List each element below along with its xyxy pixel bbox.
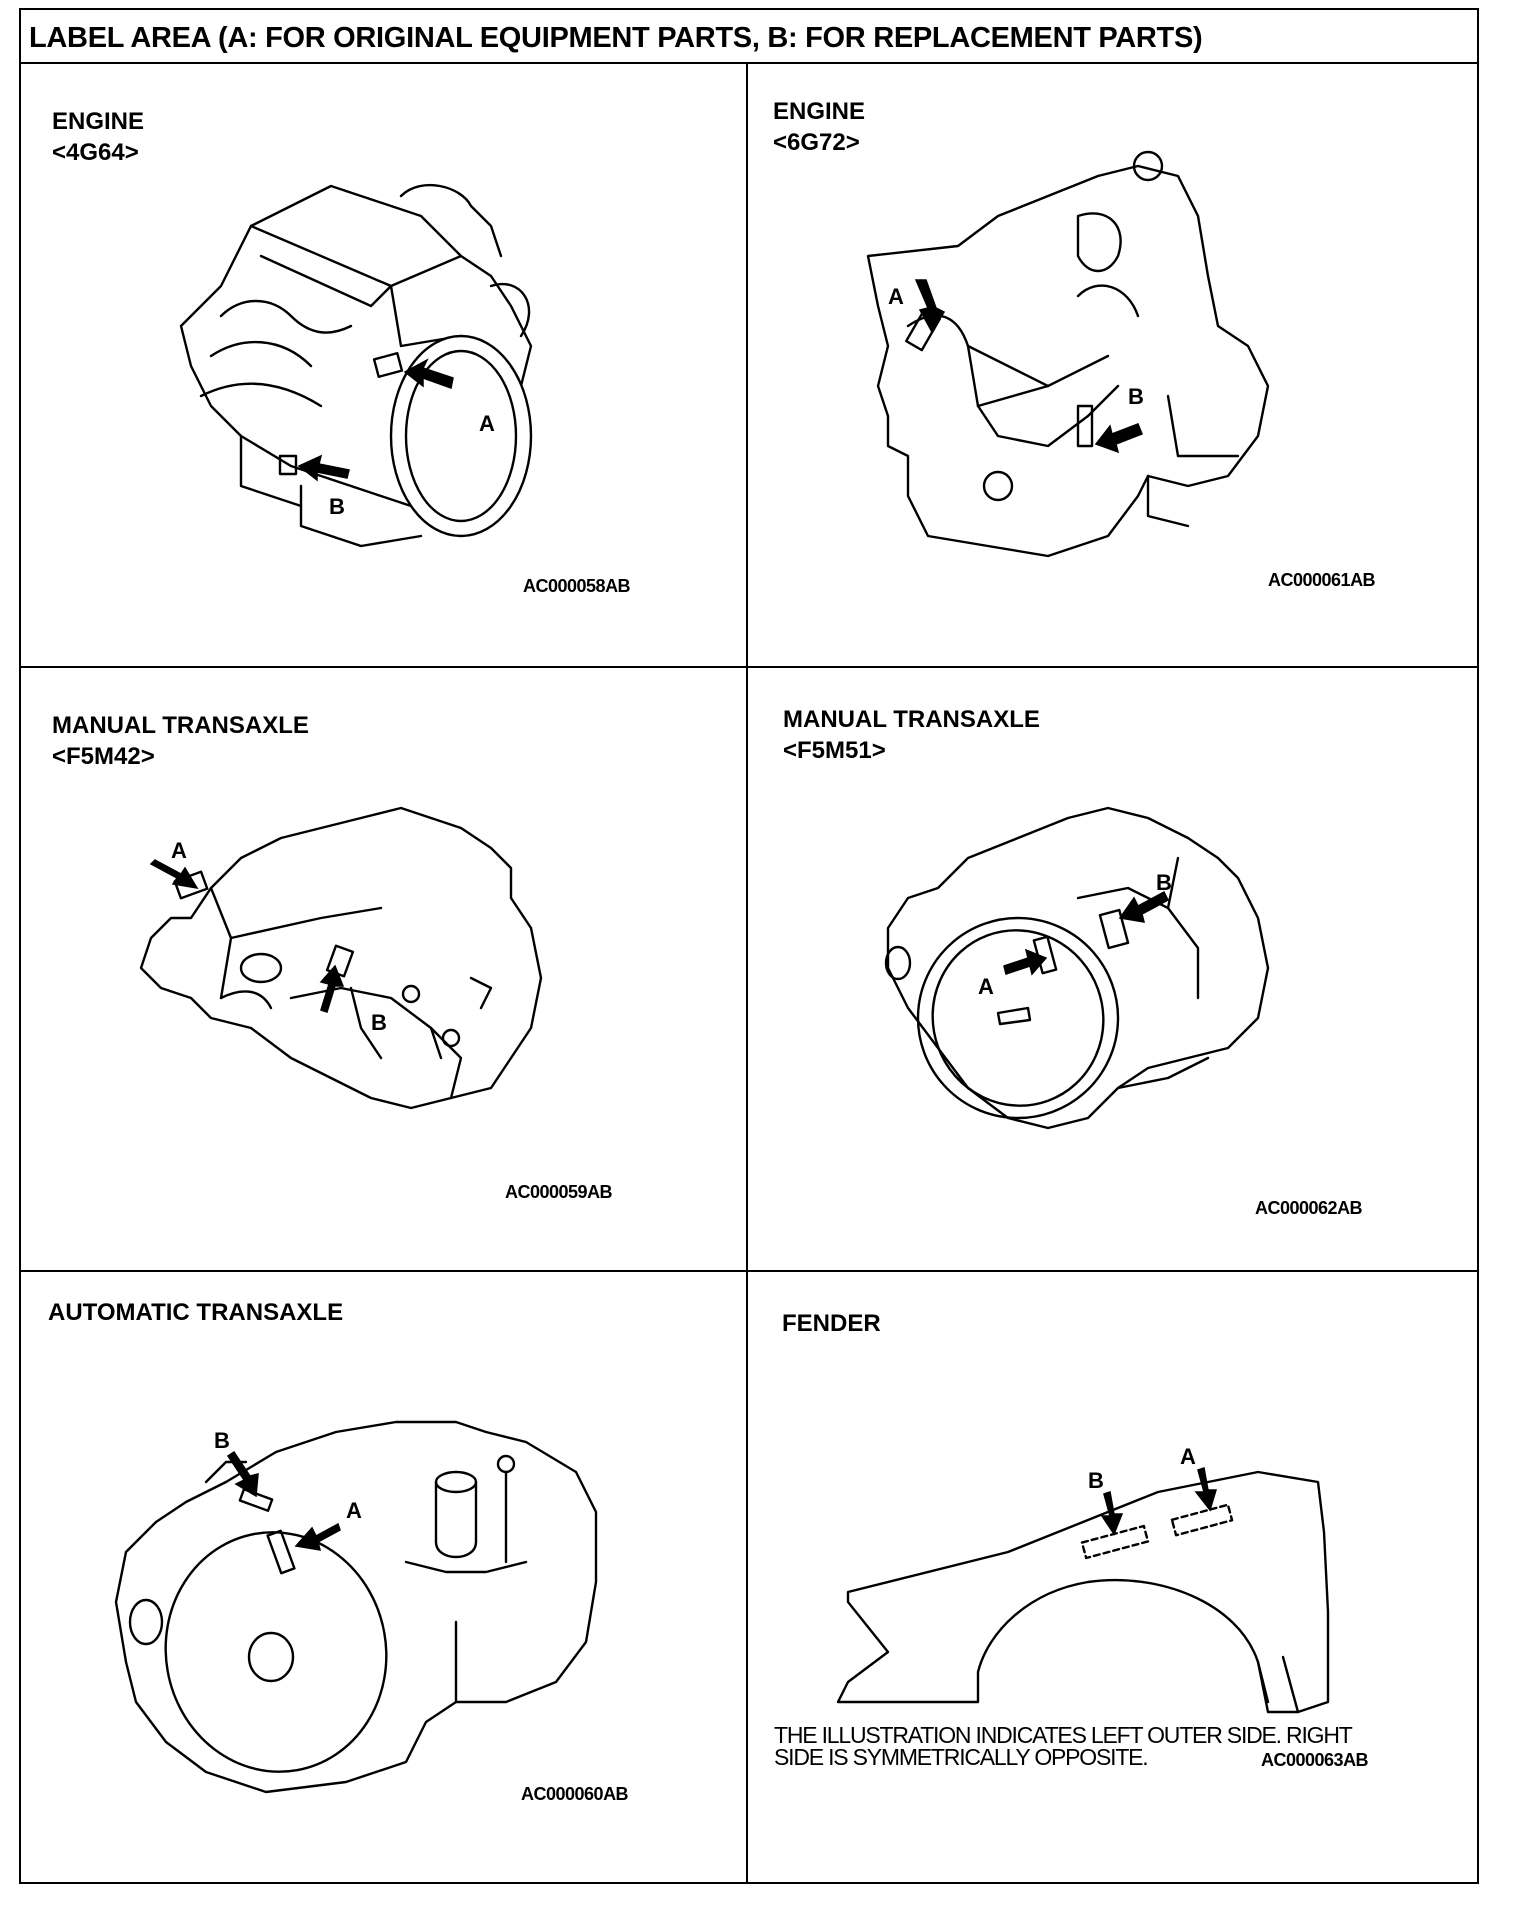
caption-line-2: SIDE IS SYMMETRICALLY OPPOSITE. [774, 1744, 1149, 1770]
figure-code: AC000063AB [1261, 1750, 1369, 1770]
engine-6g72-illustration: A B [866, 150, 1270, 558]
panel-title-main: ENGINE [52, 108, 145, 135]
figure-code: AC000060AB [521, 1784, 629, 1804]
panel-engine-4g64: ENGINE <4G64> A B AC000058AB [21, 66, 746, 666]
figure-code: AC000062AB [1255, 1198, 1363, 1218]
panel-fender: FENDER B A THE ILLUSTRATION INDICATES LE… [748, 1272, 1479, 1882]
label-a: A [978, 974, 994, 999]
page-title: LABEL AREA (A: FOR ORIGINAL EQUIPMENT PA… [29, 22, 1203, 54]
panel-title-main: MANUAL TRANSAXLE [783, 706, 1040, 733]
label-area-sheet: LABEL AREA (A: FOR ORIGINAL EQUIPMENT PA… [19, 8, 1479, 1884]
engine-4g64-illustration: A B [179, 183, 533, 548]
label-b: B [371, 1010, 387, 1035]
panel-automatic-transaxle: AUTOMATIC TRANSAXLE B A AC000060AB [21, 1272, 746, 1882]
header-bar: LABEL AREA (A: FOR ORIGINAL EQUIPMENT PA… [21, 10, 1477, 64]
fender-caption: THE ILLUSTRATION INDICATES LEFT OUTER SI… [774, 1722, 1353, 1770]
panel-title: ENGINE <4G64> [52, 106, 144, 168]
panel-title: AUTOMATIC TRANSAXLE [48, 1297, 343, 1328]
figure-code: AC000058AB [523, 576, 631, 596]
label-b: B [329, 494, 345, 519]
panel-title-main: ENGINE [773, 98, 866, 125]
panel-title-main: MANUAL TRANSAXLE [52, 712, 309, 739]
panel-title: FENDER [782, 1308, 881, 1339]
panel-subtitle: <F5M51> [783, 737, 886, 764]
label-a: A [171, 838, 187, 863]
label-a: A [346, 1498, 362, 1523]
panel-title-main: AUTOMATIC TRANSAXLE [48, 1299, 344, 1326]
panel-title: MANUAL TRANSAXLE <F5M42> [52, 710, 309, 772]
figure-code: AC000061AB [1268, 570, 1376, 590]
manual-transaxle-f5m42-illustration: A B [139, 806, 543, 1110]
panel-subtitle: <6G72> [773, 129, 860, 156]
panel-title: ENGINE <6G72> [773, 96, 865, 158]
panel-engine-6g72: ENGINE <6G72> A B AC000061AB [748, 66, 1479, 666]
automatic-transaxle-illustration: B A [114, 1420, 598, 1794]
panel-title: MANUAL TRANSAXLE <F5M51> [783, 704, 1040, 766]
column-divider [746, 64, 748, 1882]
panel-subtitle: <F5M42> [52, 743, 155, 770]
label-b: B [1088, 1468, 1104, 1493]
figure-code: AC000059AB [505, 1182, 613, 1202]
panel-title-main: FENDER [782, 1310, 881, 1337]
panel-manual-f5m42: MANUAL TRANSAXLE <F5M42> A B AC000059AB [21, 668, 746, 1270]
label-a: A [479, 411, 495, 436]
label-b: B [214, 1428, 230, 1453]
caption-line-1: THE ILLUSTRATION INDICATES LEFT OUTER SI… [774, 1722, 1353, 1748]
label-a: A [888, 284, 904, 309]
label-a: A [1180, 1444, 1196, 1469]
manual-transaxle-f5m51-illustration: A B [884, 806, 1270, 1130]
fender-illustration: B A [836, 1444, 1330, 1714]
panel-manual-f5m51: MANUAL TRANSAXLE <F5M51> A B AC000062AB [748, 668, 1479, 1270]
panel-subtitle: <4G64> [52, 139, 139, 166]
row-divider-2 [21, 1270, 1477, 1272]
row-divider-1 [21, 666, 1477, 668]
label-b: B [1156, 870, 1172, 895]
label-b: B [1128, 384, 1144, 409]
